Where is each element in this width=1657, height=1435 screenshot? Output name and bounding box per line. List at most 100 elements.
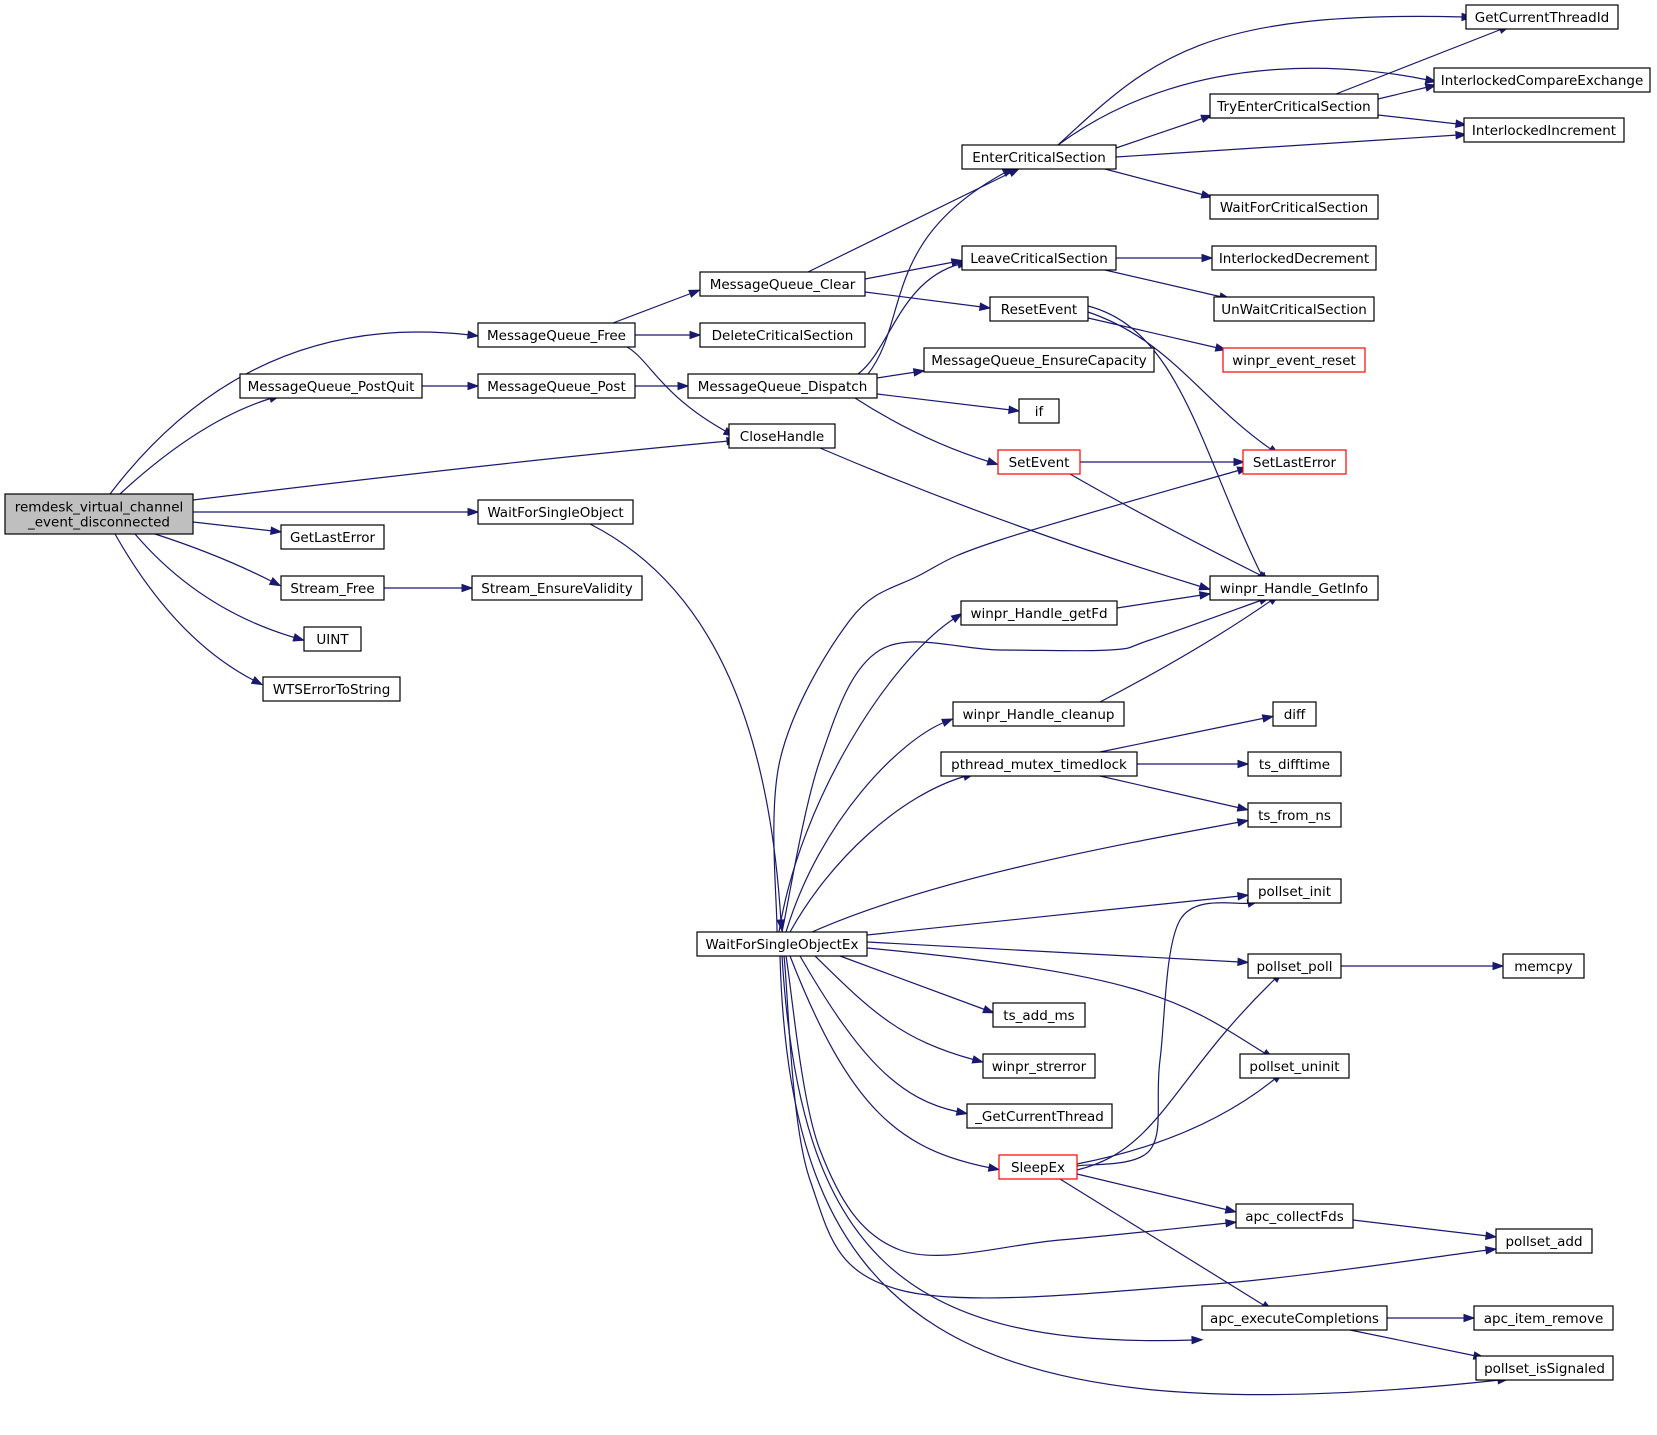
node-box (1502, 953, 1585, 979)
node-label: _event_disconnected (27, 515, 170, 531)
arrowhead (461, 583, 474, 593)
node-diff[interactable]: diff (1272, 701, 1317, 727)
node-DeleteCriticalSection[interactable]: DeleteCriticalSection (699, 322, 866, 348)
node-UnWaitCriticalSection[interactable]: UnWaitCriticalSection (1213, 296, 1375, 322)
arrowhead (1424, 83, 1438, 92)
edge-line (1104, 269, 1223, 298)
node-winpr_strerror[interactable]: winpr_strerror (982, 1053, 1096, 1079)
edge-WaitForSingleObjectEx-to-apc_collectFds (785, 955, 1238, 1256)
node-WaitForSingleObjectEx[interactable]: WaitForSingleObjectEx (696, 931, 868, 957)
node-WaitForSingleObject[interactable]: WaitForSingleObject (477, 499, 634, 525)
node-apc_item_remove[interactable]: apc_item_remove (1473, 1305, 1614, 1331)
arrowhead (1198, 591, 1212, 600)
arrowhead (250, 676, 264, 686)
node-label: winpr_event_reset (1232, 353, 1356, 369)
node-Stream_EnsureValidity[interactable]: Stream_EnsureValidity (471, 575, 643, 601)
node-InterlockedDecrement[interactable]: InterlockedDecrement (1211, 245, 1377, 271)
node-box (262, 676, 401, 702)
edge-line (789, 775, 967, 933)
node-if[interactable]: if (1018, 398, 1060, 424)
node-label: MessageQueue_EnsureCapacity (931, 353, 1147, 369)
node-MessageQueue_Clear[interactable]: MessageQueue_Clear (699, 271, 866, 297)
node-MessageQueue_Dispatch[interactable]: MessageQueue_Dispatch (687, 373, 878, 399)
edge-apc_collectFds-to-pollset_add (1352, 1219, 1498, 1240)
nodes-layer: remdesk_virtual_channel_event_disconnect… (4, 4, 1651, 1381)
node-ResetEvent[interactable]: ResetEvent (989, 296, 1089, 322)
node-label: InterlockedDecrement (1219, 251, 1369, 267)
node-pollset_isSignaled[interactable]: pollset_isSignaled (1475, 1355, 1614, 1381)
node-winpr_Handle_GetInfo[interactable]: winpr_Handle_GetInfo (1209, 575, 1379, 601)
node-label: ts_add_ms (1003, 1008, 1074, 1024)
edge-root-to-MessageQueue_PostQuit (119, 394, 282, 495)
node-box (303, 626, 362, 652)
edge-root-to-UINT (134, 533, 306, 642)
node-InterlockedCompareExchange[interactable]: InterlockedCompareExchange (1433, 67, 1651, 93)
edge-MessageQueue_Dispatch-to-EnterCriticalSection (867, 167, 1015, 375)
node-apc_executeCompletions[interactable]: apc_executeCompletions (1201, 1305, 1388, 1331)
edge-line (783, 955, 1489, 1299)
node-_GetCurrentThread[interactable]: _GetCurrentThread (966, 1103, 1113, 1129)
node-label: apc_collectFds (1245, 1209, 1344, 1225)
arrowhead (986, 457, 1000, 466)
arrowhead (1492, 961, 1505, 971)
node-ts_difftime[interactable]: ts_difftime (1247, 751, 1342, 777)
node-InterlockedIncrement[interactable]: InterlockedIncrement (1463, 117, 1625, 143)
arrowhead (1225, 1218, 1238, 1228)
node-box (997, 449, 1081, 475)
node-CloseHandle[interactable]: CloseHandle (728, 423, 836, 449)
node-winpr_event_reset[interactable]: winpr_event_reset (1222, 347, 1366, 373)
arrowhead (1200, 114, 1213, 123)
edge-EnterCriticalSection-to-InterlockedIncrement (1115, 130, 1468, 158)
edge-MessageQueue_Free-to-DeleteCriticalSection (635, 330, 702, 340)
edge-line (1087, 317, 1219, 349)
edge-root-to-MessageQueue_Free (109, 330, 480, 495)
arrowhead (1236, 803, 1250, 812)
node-box (961, 245, 1117, 271)
node-TryEnterCriticalSection[interactable]: TryEnterCriticalSection (1209, 93, 1379, 119)
node-MessageQueue_EnsureCapacity[interactable]: MessageQueue_EnsureCapacity (923, 347, 1155, 373)
edge-apc_executeCompletions-to-apc_item_remove (1387, 1313, 1476, 1323)
edge-pthread_mutex_timedlock-to-diff (1099, 714, 1275, 753)
node-pollset_add[interactable]: pollset_add (1495, 1228, 1593, 1254)
arrowhead (1237, 891, 1250, 901)
node-root[interactable]: remdesk_virtual_channel_event_disconnect… (4, 493, 194, 535)
node-pthread_mutex_timedlock[interactable]: pthread_mutex_timedlock (940, 751, 1138, 777)
node-box (696, 931, 868, 957)
node-label: CloseHandle (740, 429, 824, 445)
node-ts_add_ms[interactable]: ts_add_ms (992, 1002, 1086, 1028)
node-pollset_poll[interactable]: pollset_poll (1247, 953, 1342, 979)
node-MessageQueue_PostQuit[interactable]: MessageQueue_PostQuit (239, 373, 423, 399)
node-ts_from_ns[interactable]: ts_from_ns (1247, 802, 1342, 828)
node-box (1211, 245, 1377, 271)
node-box (960, 600, 1118, 626)
node-SetLastError[interactable]: SetLastError (1242, 449, 1347, 475)
node-EnterCriticalSection[interactable]: EnterCriticalSection (961, 144, 1117, 170)
node-box (477, 373, 636, 399)
node-apc_collectFds[interactable]: apc_collectFds (1235, 1203, 1354, 1229)
node-pollset_uninit[interactable]: pollset_uninit (1239, 1053, 1350, 1079)
node-WaitForCriticalSection[interactable]: WaitForCriticalSection (1209, 194, 1379, 220)
node-SetEvent[interactable]: SetEvent (997, 449, 1081, 475)
node-LeaveCriticalSection[interactable]: LeaveCriticalSection (961, 245, 1117, 271)
node-SleepEx[interactable]: SleepEx (998, 1154, 1078, 1180)
node-UINT[interactable]: UINT (303, 626, 362, 652)
node-pollset_init[interactable]: pollset_init (1247, 878, 1342, 904)
arrowhead (1455, 119, 1468, 129)
edge-line (781, 599, 1263, 933)
node-MessageQueue_Free[interactable]: MessageQueue_Free (477, 322, 636, 348)
node-MessageQueue_Post[interactable]: MessageQueue_Post (477, 373, 636, 399)
node-winpr_Handle_getFd[interactable]: winpr_Handle_getFd (960, 600, 1118, 626)
edge-pthread_mutex_timedlock-to-ts_difftime (1137, 759, 1250, 769)
node-label: UINT (316, 632, 349, 648)
edge-line (866, 947, 1267, 1055)
node-label: WaitForCriticalSection (1220, 200, 1368, 216)
edge-line (1076, 902, 1251, 1167)
node-box (1433, 67, 1651, 93)
node-GetLastError[interactable]: GetLastError (280, 524, 385, 550)
node-Stream_Free[interactable]: Stream_Free (280, 575, 385, 601)
node-GetCurrentThreadId[interactable]: GetCurrentThreadId (1465, 4, 1619, 30)
node-WTSErrorToString[interactable]: WTSErrorToString (262, 676, 401, 702)
node-memcpy[interactable]: memcpy (1502, 953, 1585, 979)
arrowhead (688, 289, 701, 298)
node-winpr_Handle_cleanup[interactable]: winpr_Handle_cleanup (952, 701, 1125, 727)
